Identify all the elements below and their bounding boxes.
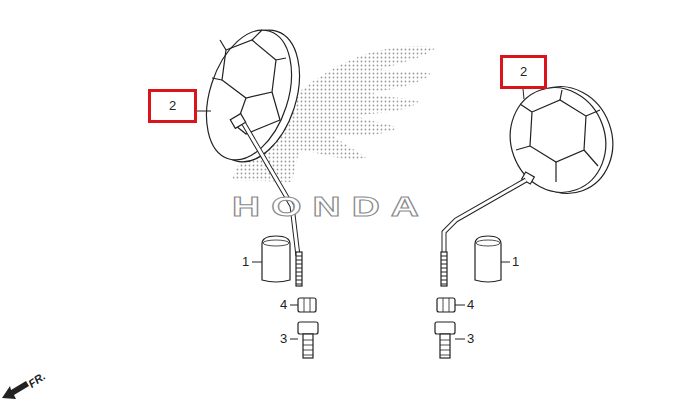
callout-number: 3 <box>280 332 287 346</box>
callout-number: 4 <box>280 298 287 312</box>
callout-number: 3 <box>467 332 474 346</box>
callout-number: 4 <box>467 298 474 312</box>
callout-box: 2 <box>148 89 197 123</box>
front-arrow <box>2 381 29 399</box>
left-mirror <box>191 19 318 358</box>
right-mirror <box>435 73 628 358</box>
callout-number: 2 <box>520 65 527 79</box>
callout-number: 1 <box>512 255 519 269</box>
direction-label: FR. <box>26 370 47 390</box>
callout-number: 2 <box>169 99 176 113</box>
leader-lines <box>197 89 524 339</box>
callout-number: 1 <box>242 255 249 269</box>
callout-box: 2 <box>500 55 547 89</box>
watermark: HONDA <box>232 192 430 223</box>
